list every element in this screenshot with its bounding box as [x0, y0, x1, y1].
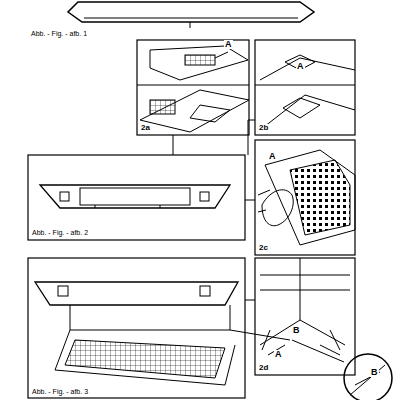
callout-letter: A [296, 62, 305, 71]
step-number: 2d [258, 364, 269, 372]
callout-letter: A [268, 152, 277, 161]
callout-letter: B [292, 326, 301, 335]
step-number: 2a [140, 124, 151, 132]
figure-caption: Abb. - Fig. - afb. 1 [30, 30, 88, 37]
callout-letter: A [274, 350, 283, 359]
step-number: 2c [258, 244, 269, 252]
callout-letter: B [370, 368, 379, 377]
step-number: 2b [258, 124, 269, 132]
figure-caption: Abb. - Fig. - afb. 3 [31, 388, 89, 395]
figure-caption: Abb. - Fig. - afb. 2 [31, 229, 89, 236]
callout-letter: A [224, 40, 233, 49]
